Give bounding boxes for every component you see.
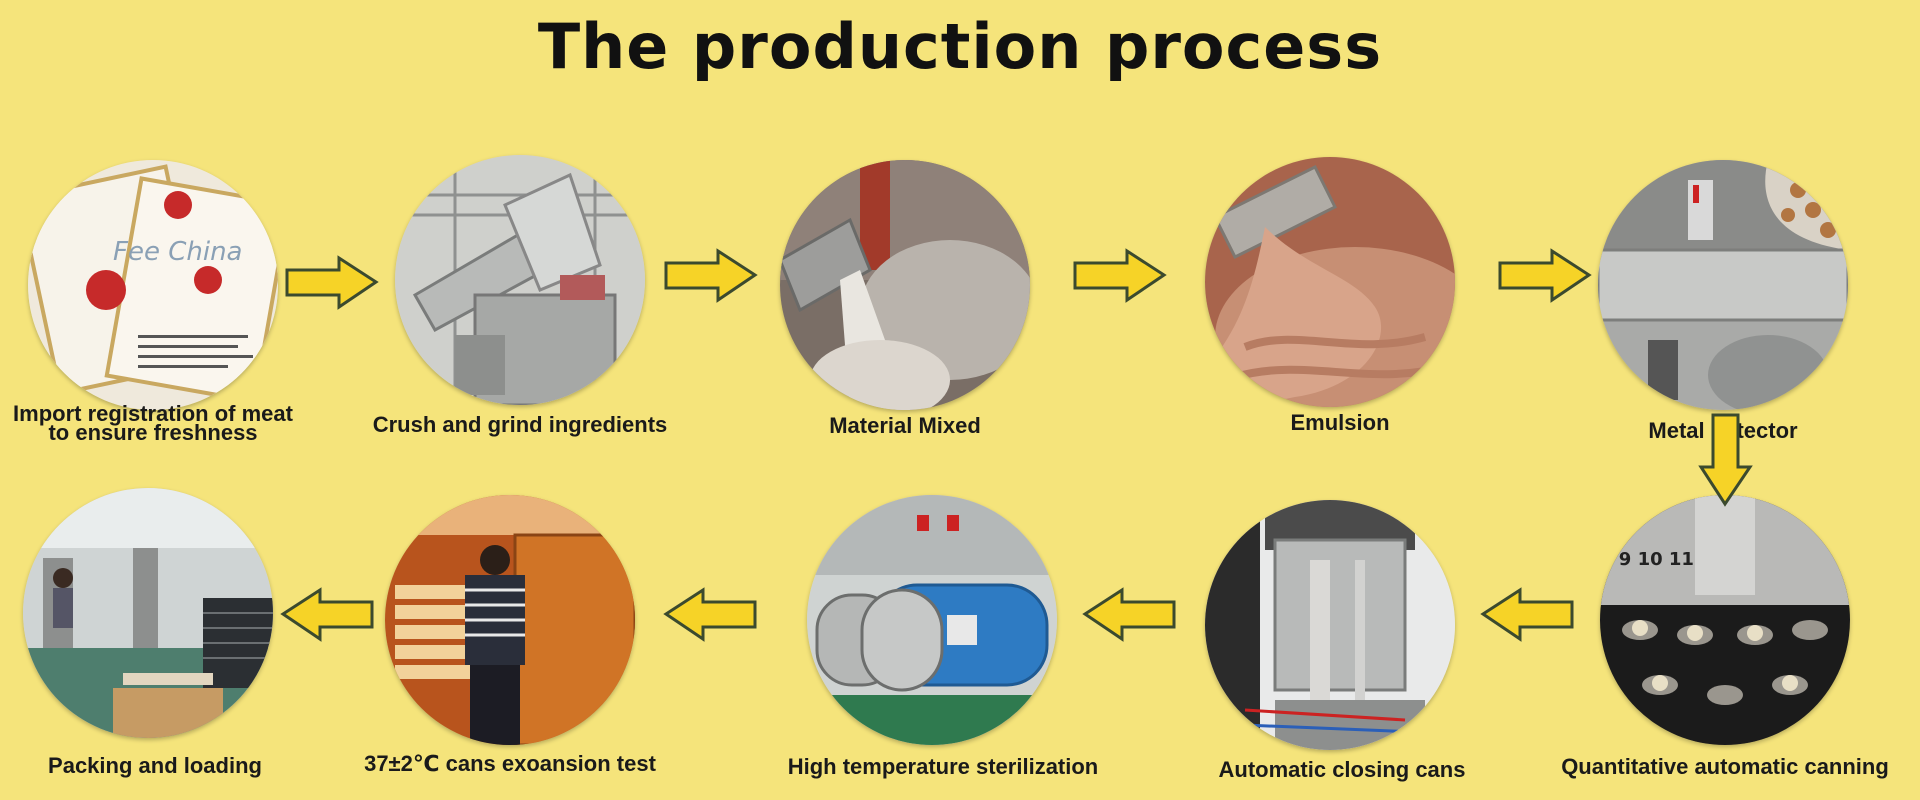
certificate-documents-icon: Fee China (28, 160, 278, 410)
grinding-machine-icon (395, 155, 645, 405)
arrow-left-icon (1082, 587, 1177, 642)
svg-text:Fee China: Fee China (113, 237, 242, 267)
step-label-packing-loading: Packing and loading (48, 753, 262, 778)
arrow-right-icon (284, 255, 379, 310)
arrow-right-icon (663, 248, 758, 303)
mixing-powder-icon (780, 160, 1030, 410)
expansion-test-room-icon (385, 495, 635, 745)
arrow-right-icon (1497, 248, 1592, 303)
warehouse-packing-icon (23, 488, 273, 738)
can-sealing-machine-icon (1205, 500, 1455, 750)
arrow-down-icon (1698, 412, 1753, 507)
step-label-material-mixed: Material Mixed (829, 413, 981, 438)
step-label-emulsion: Emulsion (1290, 410, 1390, 435)
step-material-mixed (780, 160, 1030, 410)
emulsion-paste-icon (1205, 157, 1455, 407)
step-metal-detector (1598, 160, 1848, 410)
arrow-left-icon (663, 587, 758, 642)
step-emulsion (1205, 157, 1455, 407)
sterilization-tanks-icon (807, 495, 1057, 745)
arrow-right-icon (1072, 248, 1167, 303)
step-import-registration: Fee China (28, 160, 278, 410)
arrow-left-icon (280, 587, 375, 642)
page-title: The production process (537, 10, 1383, 83)
step-packing-loading (23, 488, 273, 738)
step-label-crush-grind: Crush and grind ingredients (372, 412, 668, 437)
svg-text:8 9 10 11: 8 9 10 11 (1600, 549, 1694, 570)
arrow-left-icon (1480, 587, 1575, 642)
step-closing-cans (1205, 500, 1455, 750)
step-label-quantitative-canning: Quantitative automatic canning (1561, 754, 1889, 779)
step-quantitative-canning: 8 9 10 11 (1600, 495, 1850, 745)
step-sterilization (807, 495, 1057, 745)
step-label-expansion-test: 37±2℃ cans exoansion test (364, 751, 656, 776)
step-crush-grind (395, 155, 645, 405)
step-label-closing-cans: Automatic closing cans (1218, 757, 1466, 782)
canning-carousel-icon: 8 9 10 11 (1600, 495, 1850, 745)
metal-detector-conveyor-icon (1598, 160, 1848, 410)
step-label-sterilization: High temperature sterilization (787, 754, 1099, 779)
step-expansion-test (385, 495, 635, 745)
